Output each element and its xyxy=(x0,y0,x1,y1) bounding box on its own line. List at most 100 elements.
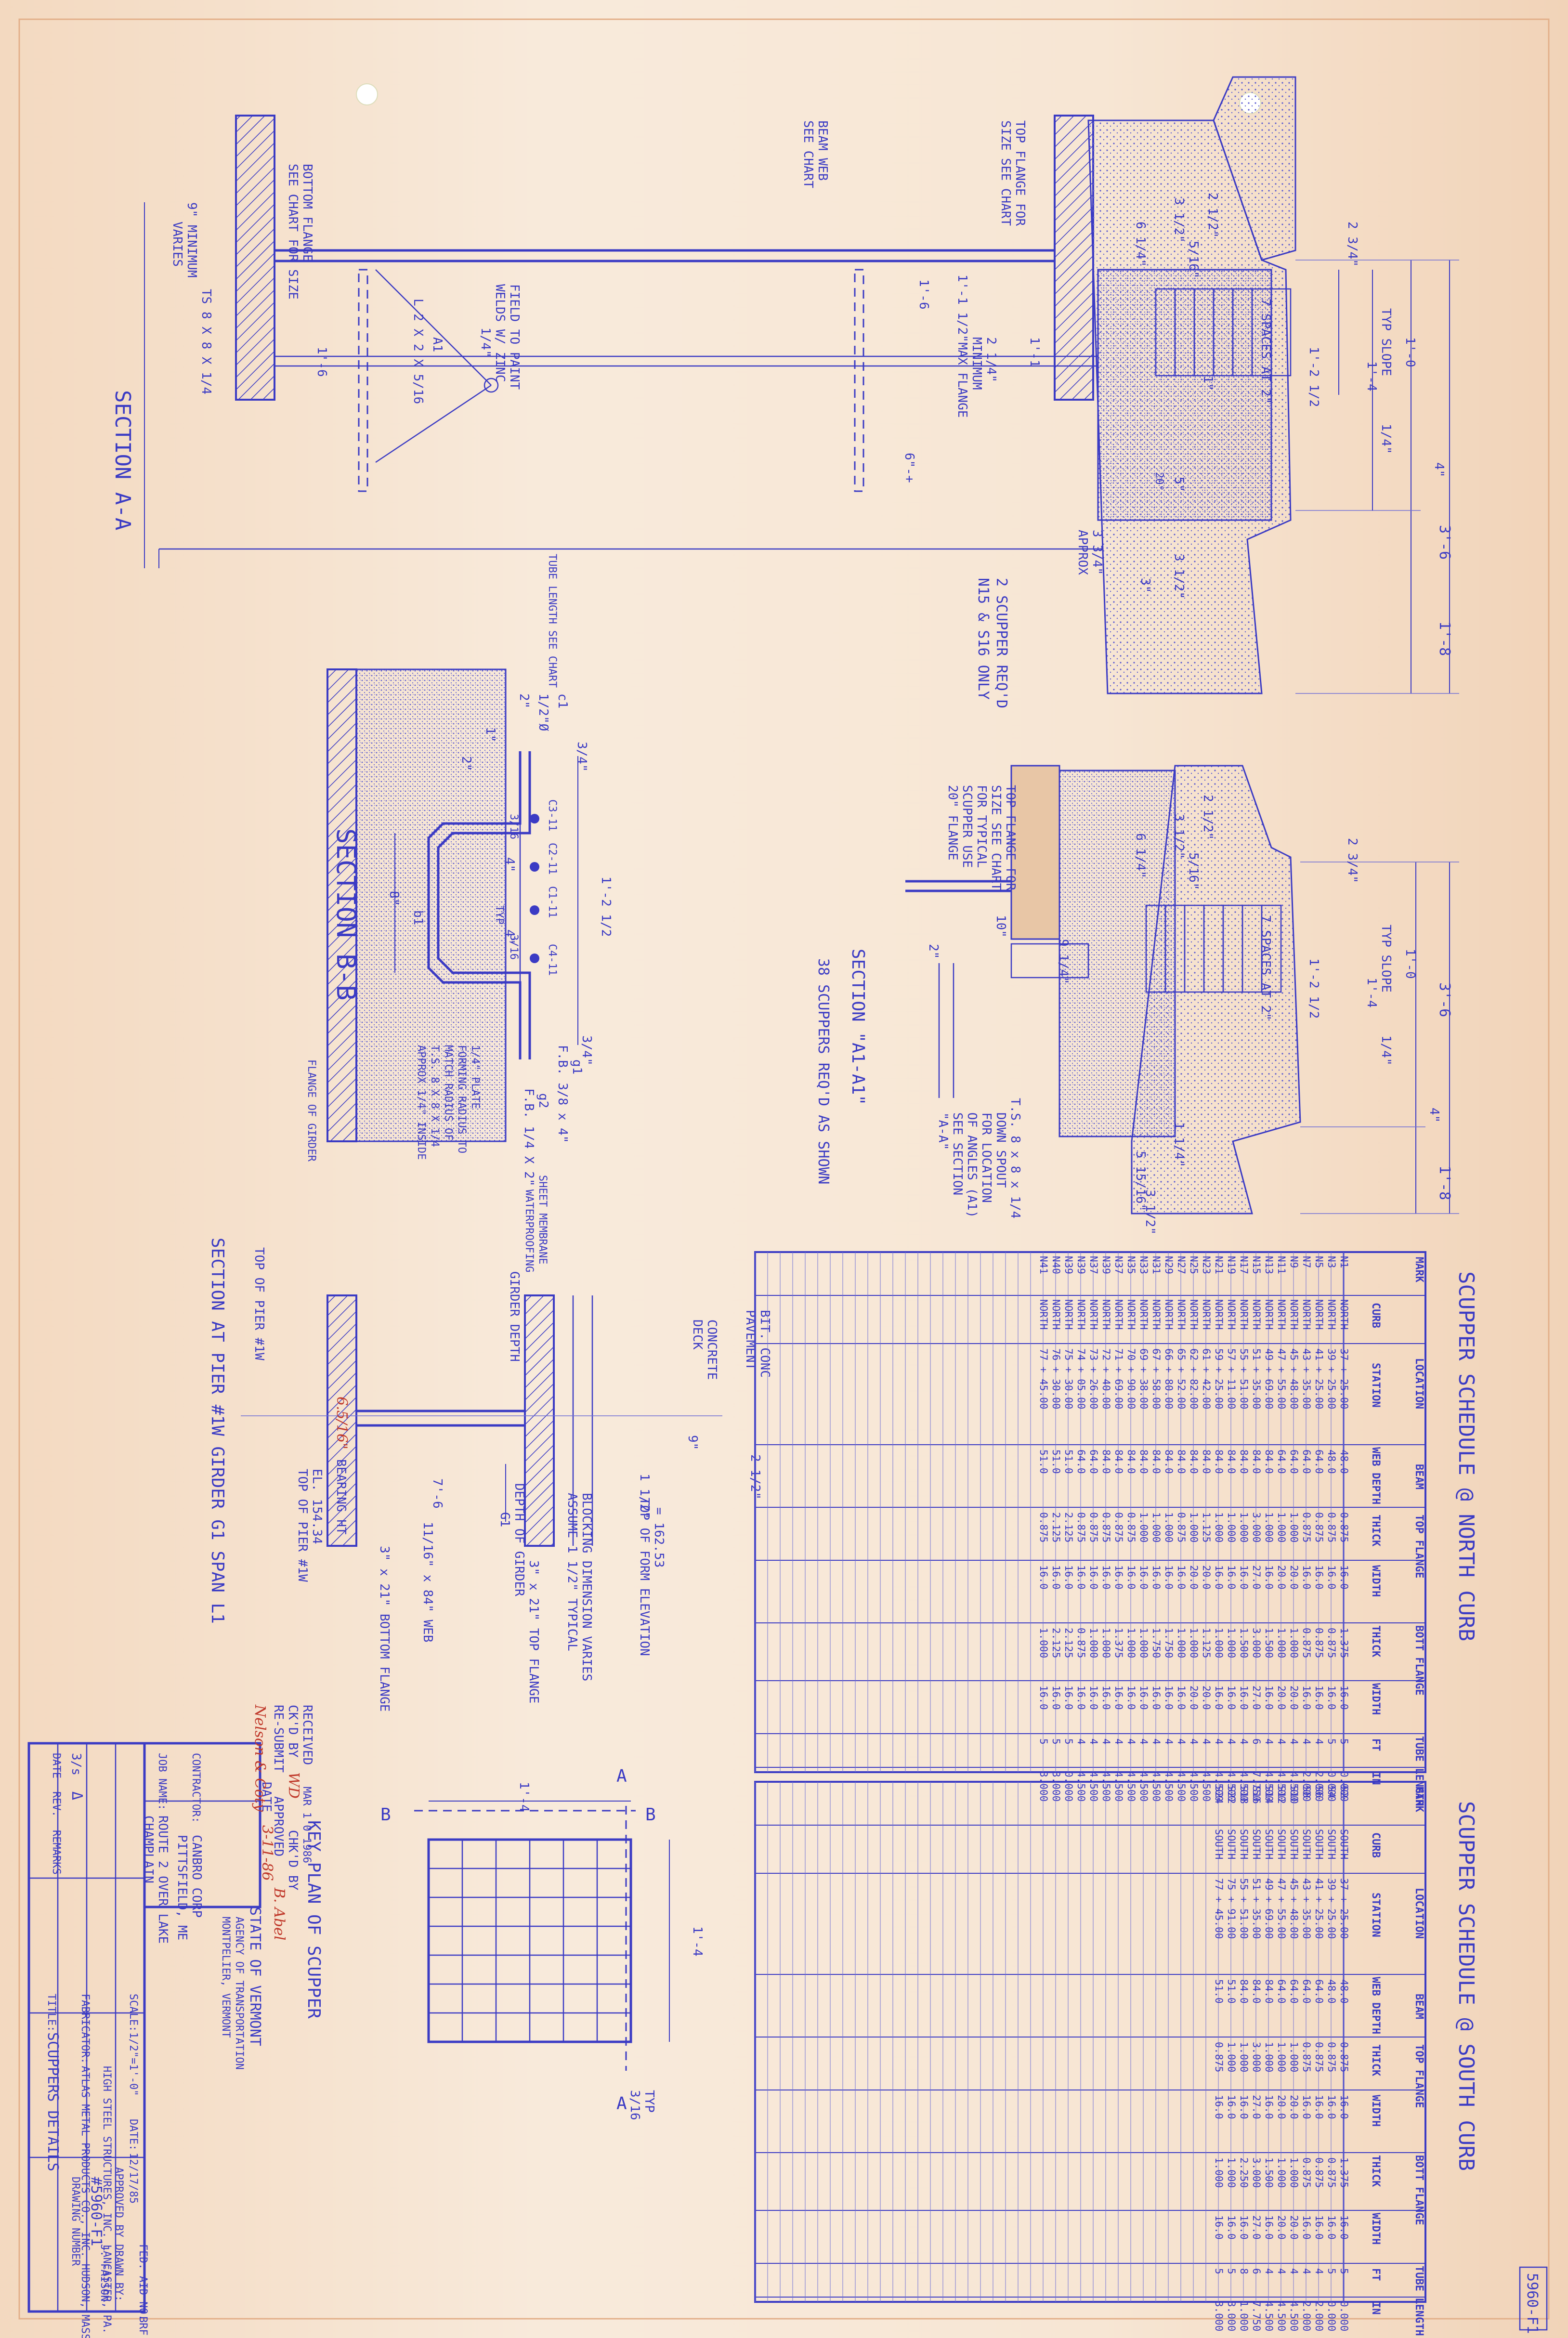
fabricator-1: ATLAS METAL PRODUCTS CO., INC. HUDSON, M… xyxy=(79,2066,91,2338)
south-schedule-cell: 51.0 xyxy=(1213,1979,1225,2004)
state-of-vermont: STATE OF VERMONT xyxy=(247,1907,263,2046)
north-schedule-cell: 16.0 xyxy=(1138,1685,1150,1710)
north-schedule-cell: N31 xyxy=(1150,1256,1162,1274)
north-schedule-cell: 1.375 xyxy=(1338,1628,1350,1658)
south-schedule-cell: 49 + 69.00 xyxy=(1263,1878,1275,1939)
north-schedule-cell: 16.0 xyxy=(1326,1565,1337,1590)
approved-by-signature: B. Abel xyxy=(271,1887,287,1940)
north-schedule-cell: 84.0 xyxy=(1238,1450,1250,1474)
label-bb-c2: C2-11 xyxy=(546,843,558,875)
north-schedule-cell: NORTH xyxy=(1050,1299,1062,1330)
dim-a1-1-4-in: 1/4" xyxy=(1379,1035,1393,1066)
south-schedule-cell: 16.0 xyxy=(1326,2215,1337,2240)
south-schedule-cell: 5 xyxy=(1226,2268,1237,2274)
north-schedule-header-10: THICK xyxy=(1370,1625,1382,1658)
north-schedule-cell: 84.0 xyxy=(1201,1450,1212,1474)
north-schedule-cell: N15 xyxy=(1251,1256,1262,1274)
label-bb-typ: TYP xyxy=(493,905,505,925)
south-schedule-cell: SOUTH xyxy=(1326,1829,1337,1859)
south-schedule-cell: 43 + 35.00 xyxy=(1301,1878,1312,1939)
top-flange xyxy=(1054,115,1094,401)
south-schedule-cell: S2 xyxy=(1338,1786,1350,1798)
label-bb-c1: c1 xyxy=(555,693,570,708)
north-schedule-cell: 16.0 xyxy=(1301,1685,1312,1710)
dim-a1-1-4: 1'-4 xyxy=(1364,978,1379,1008)
dim-7-spaces: 7 SPACES AT 2" xyxy=(1258,299,1273,404)
north-schedule-cell: N7 xyxy=(1301,1256,1312,1268)
north-schedule-cell: 0.875 xyxy=(1326,1512,1337,1542)
north-schedule-cell: 64.0 xyxy=(1276,1450,1287,1474)
tube-bend-bb xyxy=(427,751,522,1059)
south-schedule-cell: 3.000 xyxy=(1213,2301,1225,2331)
north-schedule-cell: 0.875 xyxy=(1313,1512,1325,1542)
dim-a1-3-1-2-b: 3 1/2" xyxy=(1172,814,1186,859)
south-schedule-cell: 37 + 25.00 xyxy=(1338,1878,1350,1939)
dim-1-2-1-2: 1'-2 1/2 xyxy=(1307,347,1321,407)
dim-a1-2: 2" xyxy=(926,944,941,959)
label-pier-web: 11/16" x 84" WEB xyxy=(420,1522,435,1642)
south-schedule-cell: 64.0 xyxy=(1313,1979,1325,2004)
north-schedule-cell: 4.500 xyxy=(1226,1771,1237,1802)
north-schedule-cell: 43 + 35.00 xyxy=(1301,1348,1312,1409)
south-schedule-header-8: WIDTH xyxy=(1370,2095,1382,2127)
north-schedule-cell: 0.875 xyxy=(1075,1512,1087,1542)
label-field-paint-welds: WELDS W/ ZINC xyxy=(493,284,507,382)
north-schedule-cell: 16.0 xyxy=(1263,1685,1275,1710)
north-schedule-cell: 1.500 xyxy=(1238,1628,1250,1658)
label-a1-typical: FOR TYPICAL xyxy=(974,785,989,868)
dim-1-4: 1'-4 xyxy=(1364,361,1379,392)
label-a1-down-spout: DOWN SPOUT xyxy=(993,1112,1008,1188)
north-schedule-cell: 16.0 xyxy=(1150,1685,1162,1710)
north-schedule-cell: 1.125 xyxy=(1201,1512,1212,1542)
north-schedule-cell: 16.0 xyxy=(1088,1565,1099,1590)
north-schedule-cell: 0.875 xyxy=(1338,1512,1350,1542)
south-schedule-header-7: THICK xyxy=(1370,2044,1382,2077)
north-schedule-header-4: BEAM xyxy=(1413,1464,1425,1489)
south-schedule-cell: 16.0 xyxy=(1263,2215,1275,2240)
north-schedule-cell: N17 xyxy=(1238,1256,1250,1274)
north-schedule-cell: 7.750 xyxy=(1251,1771,1262,1802)
south-schedule-cell: S8 xyxy=(1301,1786,1312,1798)
label-bearing-ht: BEARING HT xyxy=(334,1459,348,1535)
south-schedule-cell: 16.0 xyxy=(1301,2095,1312,2119)
north-schedule-cell: NORTH xyxy=(1063,1299,1074,1330)
north-schedule-cell: 4 xyxy=(1288,1738,1300,1745)
south-schedule-cell: 16.0 xyxy=(1213,2215,1225,2240)
north-schedule-cell: 16.0 xyxy=(1038,1565,1049,1590)
south-schedule-cell: 0.875 xyxy=(1301,2157,1312,2188)
received-date-label: DATE xyxy=(259,1782,274,1812)
north-schedule-cell: 64.0 xyxy=(1288,1450,1300,1474)
south-schedule-cell: 3.000 xyxy=(1251,2157,1262,2188)
north-schedule-cell: 49 + 69.00 xyxy=(1263,1348,1275,1409)
south-schedule-header-0: MARK xyxy=(1413,1787,1425,1813)
label-top-form-elevation: TOP OF FORM ELEVATION xyxy=(637,1498,652,1656)
south-schedule-header-14: IN xyxy=(1370,2302,1382,2315)
north-schedule-cell: 4.500 xyxy=(1138,1771,1150,1802)
north-schedule-cell: 16.0 xyxy=(1263,1565,1275,1590)
south-schedule-cell: S4 xyxy=(1326,1786,1337,1798)
south-schedule-cell: 27.0 xyxy=(1251,2095,1262,2119)
dim-4: 4" xyxy=(1432,462,1446,477)
south-schedule-cell: 64.0 xyxy=(1288,1979,1300,2004)
south-schedule-cell: SOUTH xyxy=(1338,1829,1350,1859)
north-schedule-cell: 0.875 xyxy=(1326,1628,1337,1658)
south-schedule-cell: S6 xyxy=(1313,1786,1325,1798)
north-schedule-cell: NORTH xyxy=(1113,1299,1124,1330)
north-schedule-cell: 16.0 xyxy=(1125,1565,1137,1590)
south-schedule-cell: 16.0 xyxy=(1338,2215,1350,2240)
dim-a1-2-1-2: 2 1/2" xyxy=(1201,795,1215,840)
north-schedule-cell: 84.0 xyxy=(1150,1450,1162,1474)
north-schedule-cell: 4.500 xyxy=(1176,1771,1187,1802)
date-value: 12/17/85 xyxy=(127,2153,139,2204)
received-date: MAR 1 0 1986 xyxy=(301,1787,313,1863)
south-schedule-cell: SOUTH xyxy=(1276,1829,1287,1859)
north-schedule-cell: 1.500 xyxy=(1263,1628,1275,1658)
north-schedule-cell: 1.000 xyxy=(1038,1628,1049,1658)
